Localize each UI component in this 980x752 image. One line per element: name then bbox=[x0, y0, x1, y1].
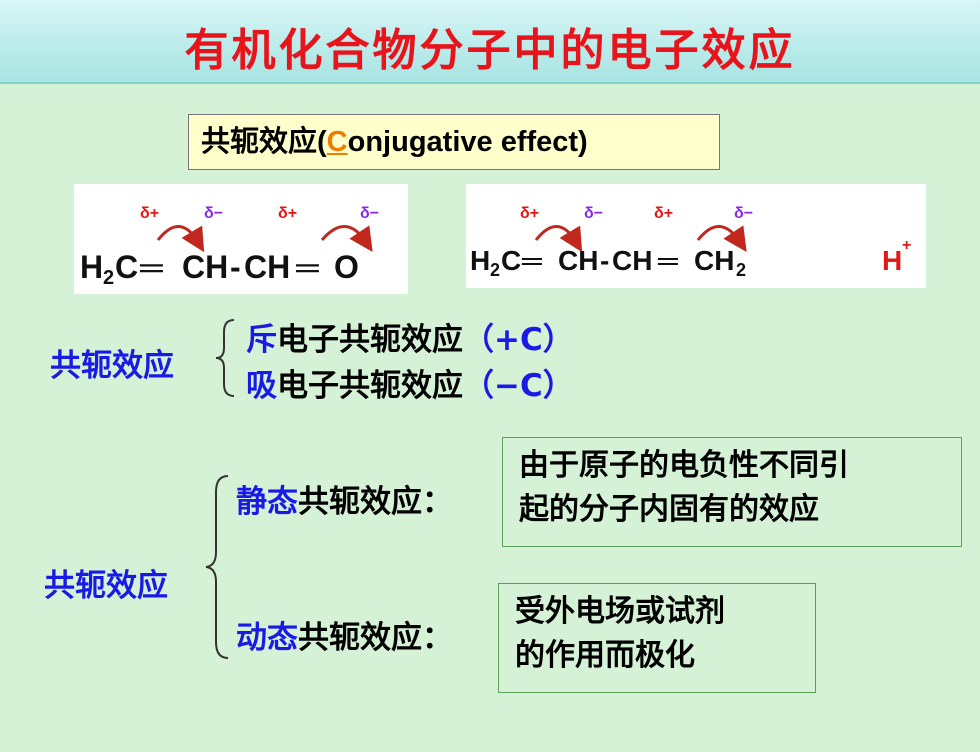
dynamic-note-box: 受外电场或试剂 的作用而极化 bbox=[498, 583, 816, 693]
delta-minus-2: δ− bbox=[360, 205, 379, 222]
curved-arrow-1 bbox=[534, 225, 583, 253]
group2-item-static: 静态共轭效应： bbox=[236, 476, 453, 521]
reagent-charge: + bbox=[902, 237, 911, 254]
item-tag: （+C） bbox=[463, 322, 574, 358]
delta-minus-1: δ− bbox=[584, 205, 603, 222]
reagent-h: H bbox=[882, 245, 902, 276]
formula-bond: ═ bbox=[295, 249, 319, 285]
topic-prefix: 共轭效应( bbox=[201, 126, 327, 158]
formula-bond: - bbox=[600, 245, 609, 276]
formula-bond: ═ bbox=[657, 245, 678, 276]
group2-item-dynamic: 动态共轭效应： bbox=[236, 612, 453, 657]
formula-atom: C bbox=[115, 249, 138, 285]
formula-bond: ═ bbox=[521, 245, 542, 276]
header-bar: 有机化合物分子中的电子效应 bbox=[0, 0, 980, 84]
formula-bond: - bbox=[230, 249, 241, 285]
item-text: 电子共轭效应 bbox=[277, 368, 463, 404]
formula-atom: C bbox=[501, 245, 521, 276]
group2-label: 共轭效应 bbox=[44, 568, 168, 604]
formula-atom: CH bbox=[244, 249, 290, 285]
formula-atom: H bbox=[80, 249, 103, 285]
item-text: 电子共轭效应 bbox=[277, 322, 463, 358]
topic-box: 共轭效应(Conjugative effect) bbox=[188, 114, 720, 170]
curved-arrow-2 bbox=[696, 225, 747, 252]
formula-subscript: 2 bbox=[103, 267, 114, 289]
note-line: 起的分子内固有的效应 bbox=[519, 492, 819, 527]
static-note-box: 由于原子的电负性不同引 起的分子内固有的效应 bbox=[502, 437, 962, 547]
formula-atom: O bbox=[334, 249, 359, 285]
formula-atom: H bbox=[470, 245, 490, 276]
group1-item-attract: 吸电子共轭效应（−C） bbox=[246, 360, 574, 405]
note-line: 受外电场或试剂 bbox=[515, 594, 725, 629]
formula-atom: CH bbox=[612, 245, 652, 276]
delta-plus-2: δ+ bbox=[654, 205, 673, 222]
group1-brace bbox=[215, 319, 235, 397]
note-line: 的作用而极化 bbox=[515, 638, 695, 673]
group1-item-repel: 斥电子共轭效应（+C） bbox=[246, 314, 574, 359]
item-tag: （−C） bbox=[463, 368, 574, 404]
group2-brace bbox=[205, 475, 229, 659]
formula-bond: ═ bbox=[139, 249, 163, 285]
group1-label: 共轭效应 bbox=[50, 348, 174, 384]
formula-atom: CH bbox=[558, 245, 598, 276]
delta-minus-1: δ− bbox=[204, 205, 223, 222]
item-key: 吸 bbox=[246, 368, 277, 404]
formula-subscript: 2 bbox=[736, 260, 746, 280]
curved-arrow-2 bbox=[320, 225, 373, 252]
delta-minus-2: δ− bbox=[734, 205, 753, 222]
topic-suffix: onjugative effect) bbox=[347, 126, 588, 158]
delta-plus-2: δ+ bbox=[278, 205, 297, 222]
molecule-butadiene: δ+ δ− δ+ δ− H 2 C ═ CH - CH ═ CH 2 H + bbox=[466, 184, 926, 288]
item-key: 静态 bbox=[236, 484, 298, 520]
formula-atom: CH bbox=[182, 249, 228, 285]
formula-atom: CH bbox=[694, 245, 734, 276]
page-title: 有机化合物分子中的电子效应 bbox=[184, 25, 796, 76]
molecule-acrolein: δ+ δ− δ+ δ− H 2 C ═ CH - CH ═ O bbox=[74, 184, 408, 294]
formula-subscript: 2 bbox=[490, 260, 500, 280]
note-line: 由于原子的电负性不同引 bbox=[519, 448, 849, 483]
delta-plus-1: δ+ bbox=[140, 205, 159, 222]
item-key: 动态 bbox=[236, 620, 298, 656]
topic-highlight: C bbox=[326, 126, 348, 158]
item-text: 共轭效应： bbox=[298, 484, 453, 520]
item-text: 共轭效应： bbox=[298, 620, 453, 656]
curved-arrow-1 bbox=[156, 225, 205, 253]
delta-plus-1: δ+ bbox=[520, 205, 539, 222]
item-key: 斥 bbox=[246, 322, 277, 358]
